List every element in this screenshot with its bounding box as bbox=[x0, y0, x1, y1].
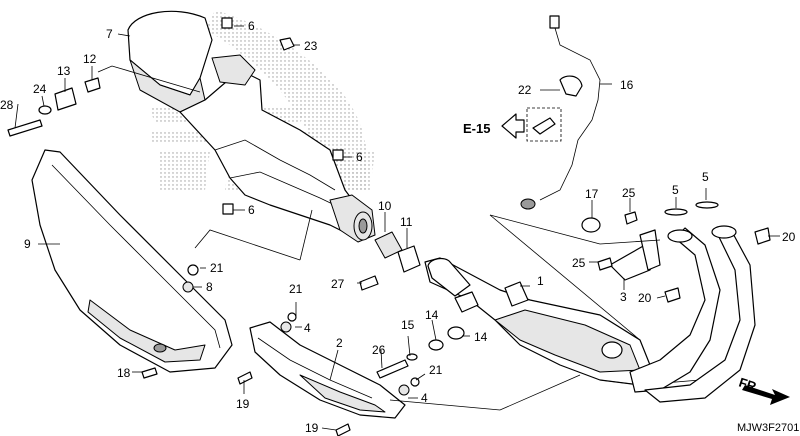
callout-6: 6 bbox=[248, 203, 255, 217]
hardware bbox=[7, 17, 771, 436]
figure-code: MJW3F2701 bbox=[737, 422, 799, 434]
callout-27: 27 bbox=[331, 277, 345, 291]
callout-11: 11 bbox=[400, 215, 413, 229]
callout-6: 6 bbox=[248, 19, 255, 33]
callout-19: 19 bbox=[305, 421, 319, 435]
callout-6: 6 bbox=[356, 150, 363, 164]
callout-8: 8 bbox=[206, 280, 213, 294]
lower-protector bbox=[249, 321, 406, 419]
callout-26: 26 bbox=[372, 343, 386, 357]
callout-4: 4 bbox=[421, 391, 428, 405]
side-cover bbox=[31, 149, 233, 373]
bracket bbox=[581, 217, 661, 281]
callout-20: 20 bbox=[782, 230, 796, 244]
callout-25: 25 bbox=[622, 186, 636, 200]
leader-lines bbox=[14, 25, 780, 431]
callout-18: 18 bbox=[117, 366, 131, 380]
callout-21: 21 bbox=[289, 282, 303, 296]
o2-sensor-cable bbox=[520, 15, 601, 210]
callout-23: 23 bbox=[304, 39, 318, 53]
callout-15: 15 bbox=[401, 318, 415, 332]
callout-5: 5 bbox=[702, 170, 709, 184]
callout-28: 28 bbox=[0, 98, 14, 112]
callout-21: 21 bbox=[210, 261, 224, 275]
reference-label: E-15 bbox=[463, 121, 490, 136]
callout-24: 24 bbox=[33, 82, 47, 96]
muffler-rear-body bbox=[179, 54, 376, 243]
e15-reference bbox=[501, 107, 562, 142]
exhaust-header-pipes bbox=[629, 225, 756, 403]
callout-5: 5 bbox=[672, 183, 679, 197]
callout-14: 14 bbox=[474, 330, 488, 344]
callout-13: 13 bbox=[57, 64, 71, 78]
callout-labels: 1 2 3 4 4 5 5 6 6 6 7 8 9 10 11 12 13 14… bbox=[0, 19, 796, 435]
callout-14: 14 bbox=[425, 308, 439, 322]
front-label: FR. bbox=[737, 375, 762, 396]
callout-10: 10 bbox=[378, 199, 392, 213]
gaskets bbox=[664, 201, 719, 216]
callout-4: 4 bbox=[304, 321, 311, 335]
callout-3: 3 bbox=[620, 290, 627, 304]
callout-16: 16 bbox=[620, 78, 634, 92]
callout-17: 17 bbox=[585, 187, 599, 201]
callout-21: 21 bbox=[429, 363, 443, 377]
callout-2: 2 bbox=[336, 336, 343, 350]
connector-tubes bbox=[374, 231, 471, 297]
callout-19: 19 bbox=[236, 397, 250, 411]
front-arrow: FR. bbox=[737, 375, 790, 405]
callout-12: 12 bbox=[83, 52, 97, 66]
heat-shield-upper bbox=[127, 10, 213, 113]
callout-7: 7 bbox=[106, 27, 113, 41]
callout-9: 9 bbox=[24, 237, 31, 251]
callout-1: 1 bbox=[537, 274, 544, 288]
callout-25: 25 bbox=[572, 256, 586, 270]
callout-22: 22 bbox=[518, 83, 532, 97]
callout-20: 20 bbox=[638, 291, 652, 305]
